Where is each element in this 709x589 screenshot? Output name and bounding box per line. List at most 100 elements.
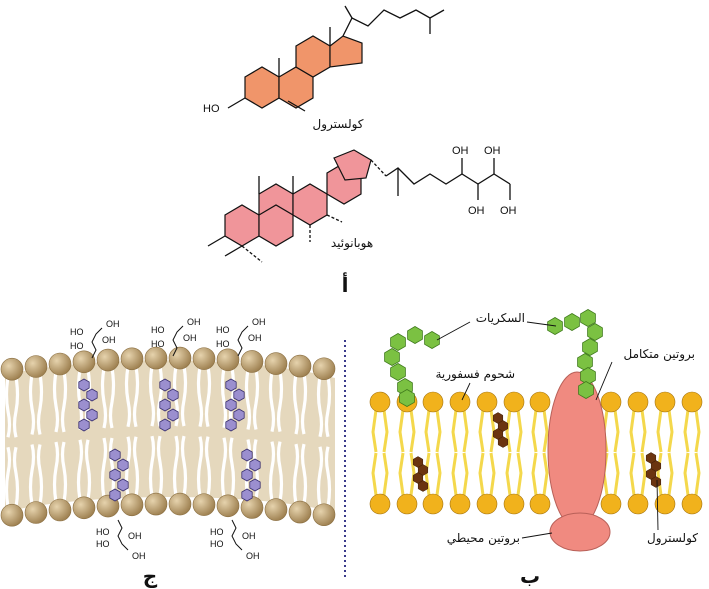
lipid-tail [28,444,36,505]
cholesterol-structure: HO كولسترول [203,5,445,132]
lipid-head [0,503,24,527]
lipid-head [24,501,48,524]
lipid-tail [324,446,332,508]
hopanoid-ring [109,468,121,482]
lipid-tail [398,452,405,496]
lipid-head [422,493,444,515]
lipid-tail [52,371,60,433]
panel-c-letter: ج [143,564,158,588]
hydroxyl-label: OH [242,531,256,541]
hydroxyl-label: HO [151,339,165,349]
lipid-head [144,492,168,516]
lipid-tail [613,409,620,453]
hydroxyl-ho-label: HO [203,103,220,115]
lipid-head [288,354,312,378]
hopanoid-ring [117,478,129,492]
panel-b-letter: ب [520,564,540,588]
polyol-chain [231,519,243,551]
panel-b: السكريات شحوم فسفورية بروتين متكامل بروت… [369,309,703,588]
lipid-head [240,350,264,373]
lipid-tail [252,369,260,430]
hydroxyl-label: HO [96,539,110,549]
lipid-head [96,348,120,372]
cholesterol-ring-d [329,35,363,68]
lipid-tail [478,409,485,453]
hopanoid-ring [233,408,245,422]
sugar-unit [577,353,593,371]
panel-b-lipid-tails [371,409,701,496]
lipid-tail [196,366,204,428]
hopanoid-ring-6 [333,149,372,181]
lipid-tail [505,409,512,453]
lipid-head [627,391,649,413]
lipid-tail [4,446,12,508]
hydroxyl-label: HO [151,325,165,335]
lipid-tail [489,452,496,496]
lipid-tail [276,441,284,502]
lipid-tail [148,435,156,497]
lipid-tail [316,446,324,508]
hopanoid-ring [225,418,237,432]
label-peripheral-protein: بروتين محيطي [447,531,520,546]
lipid-tail [629,409,636,453]
sugar-unit [390,333,406,351]
lipid-head [503,391,525,413]
hopanoid-ring [241,488,253,502]
hopanoid-ring [241,468,253,482]
lipid-head [369,493,391,515]
hopanoid-ring [78,418,90,432]
lipid-tail [683,452,690,496]
lipid-tail [60,371,68,433]
sugar-unit [564,313,580,331]
hydroxyl-label: OH [246,551,260,561]
lipid-tail [656,409,663,453]
lipid-tail [156,365,164,427]
lipid-tail [324,376,332,438]
lipid-head [529,391,551,413]
hopanoid-ring [249,478,261,492]
lipid-tail [100,367,108,429]
hopanoid-ring [86,388,98,402]
lipid-tail [478,452,485,496]
panel-b-cholesterol-molecules [412,412,662,492]
lipid-tail [276,371,284,432]
lipid-tail [382,409,389,453]
hydroxyl-label: HO [216,339,230,349]
lipid-head [476,391,498,413]
lipid-tail [694,409,701,453]
lipid-tail [382,452,389,496]
hydroxyl-label: OH [132,551,146,561]
sugar-unit [407,326,423,344]
lipid-tail [180,435,188,497]
hopanoid-label: هوبانوئيد [331,236,373,251]
lipid-tail [300,443,308,505]
lipid-head [476,493,498,515]
lipid-tail [409,409,416,453]
lipid-tail [462,452,469,496]
lipid-head [0,357,24,381]
lipid-tail [451,409,458,453]
lipid-head [264,352,288,375]
lipid-head [600,493,622,515]
lipid-tail [180,365,188,427]
lipid-tail [12,446,20,508]
panel-b-lipid-heads [369,391,703,515]
lipid-tail [667,409,674,453]
hopanoid-oh-4: OH [500,205,517,217]
lipid-tail [505,452,512,496]
lipid-tail [435,452,442,496]
lipid-tail [531,409,538,453]
label-cholesterol: كولسترول [647,531,698,546]
lipid-head [120,347,144,371]
lipid-head [216,494,240,518]
lipid-head [503,493,525,515]
lipid-tail [316,376,324,438]
lipid-tail [300,373,308,435]
hopanoid-ring [109,448,121,462]
hydroxyl-label: HO [70,327,84,337]
sugar-unit [399,389,415,407]
lipid-tail [451,452,458,496]
lipid-head [449,391,471,413]
hopanoid-ring [109,488,121,502]
